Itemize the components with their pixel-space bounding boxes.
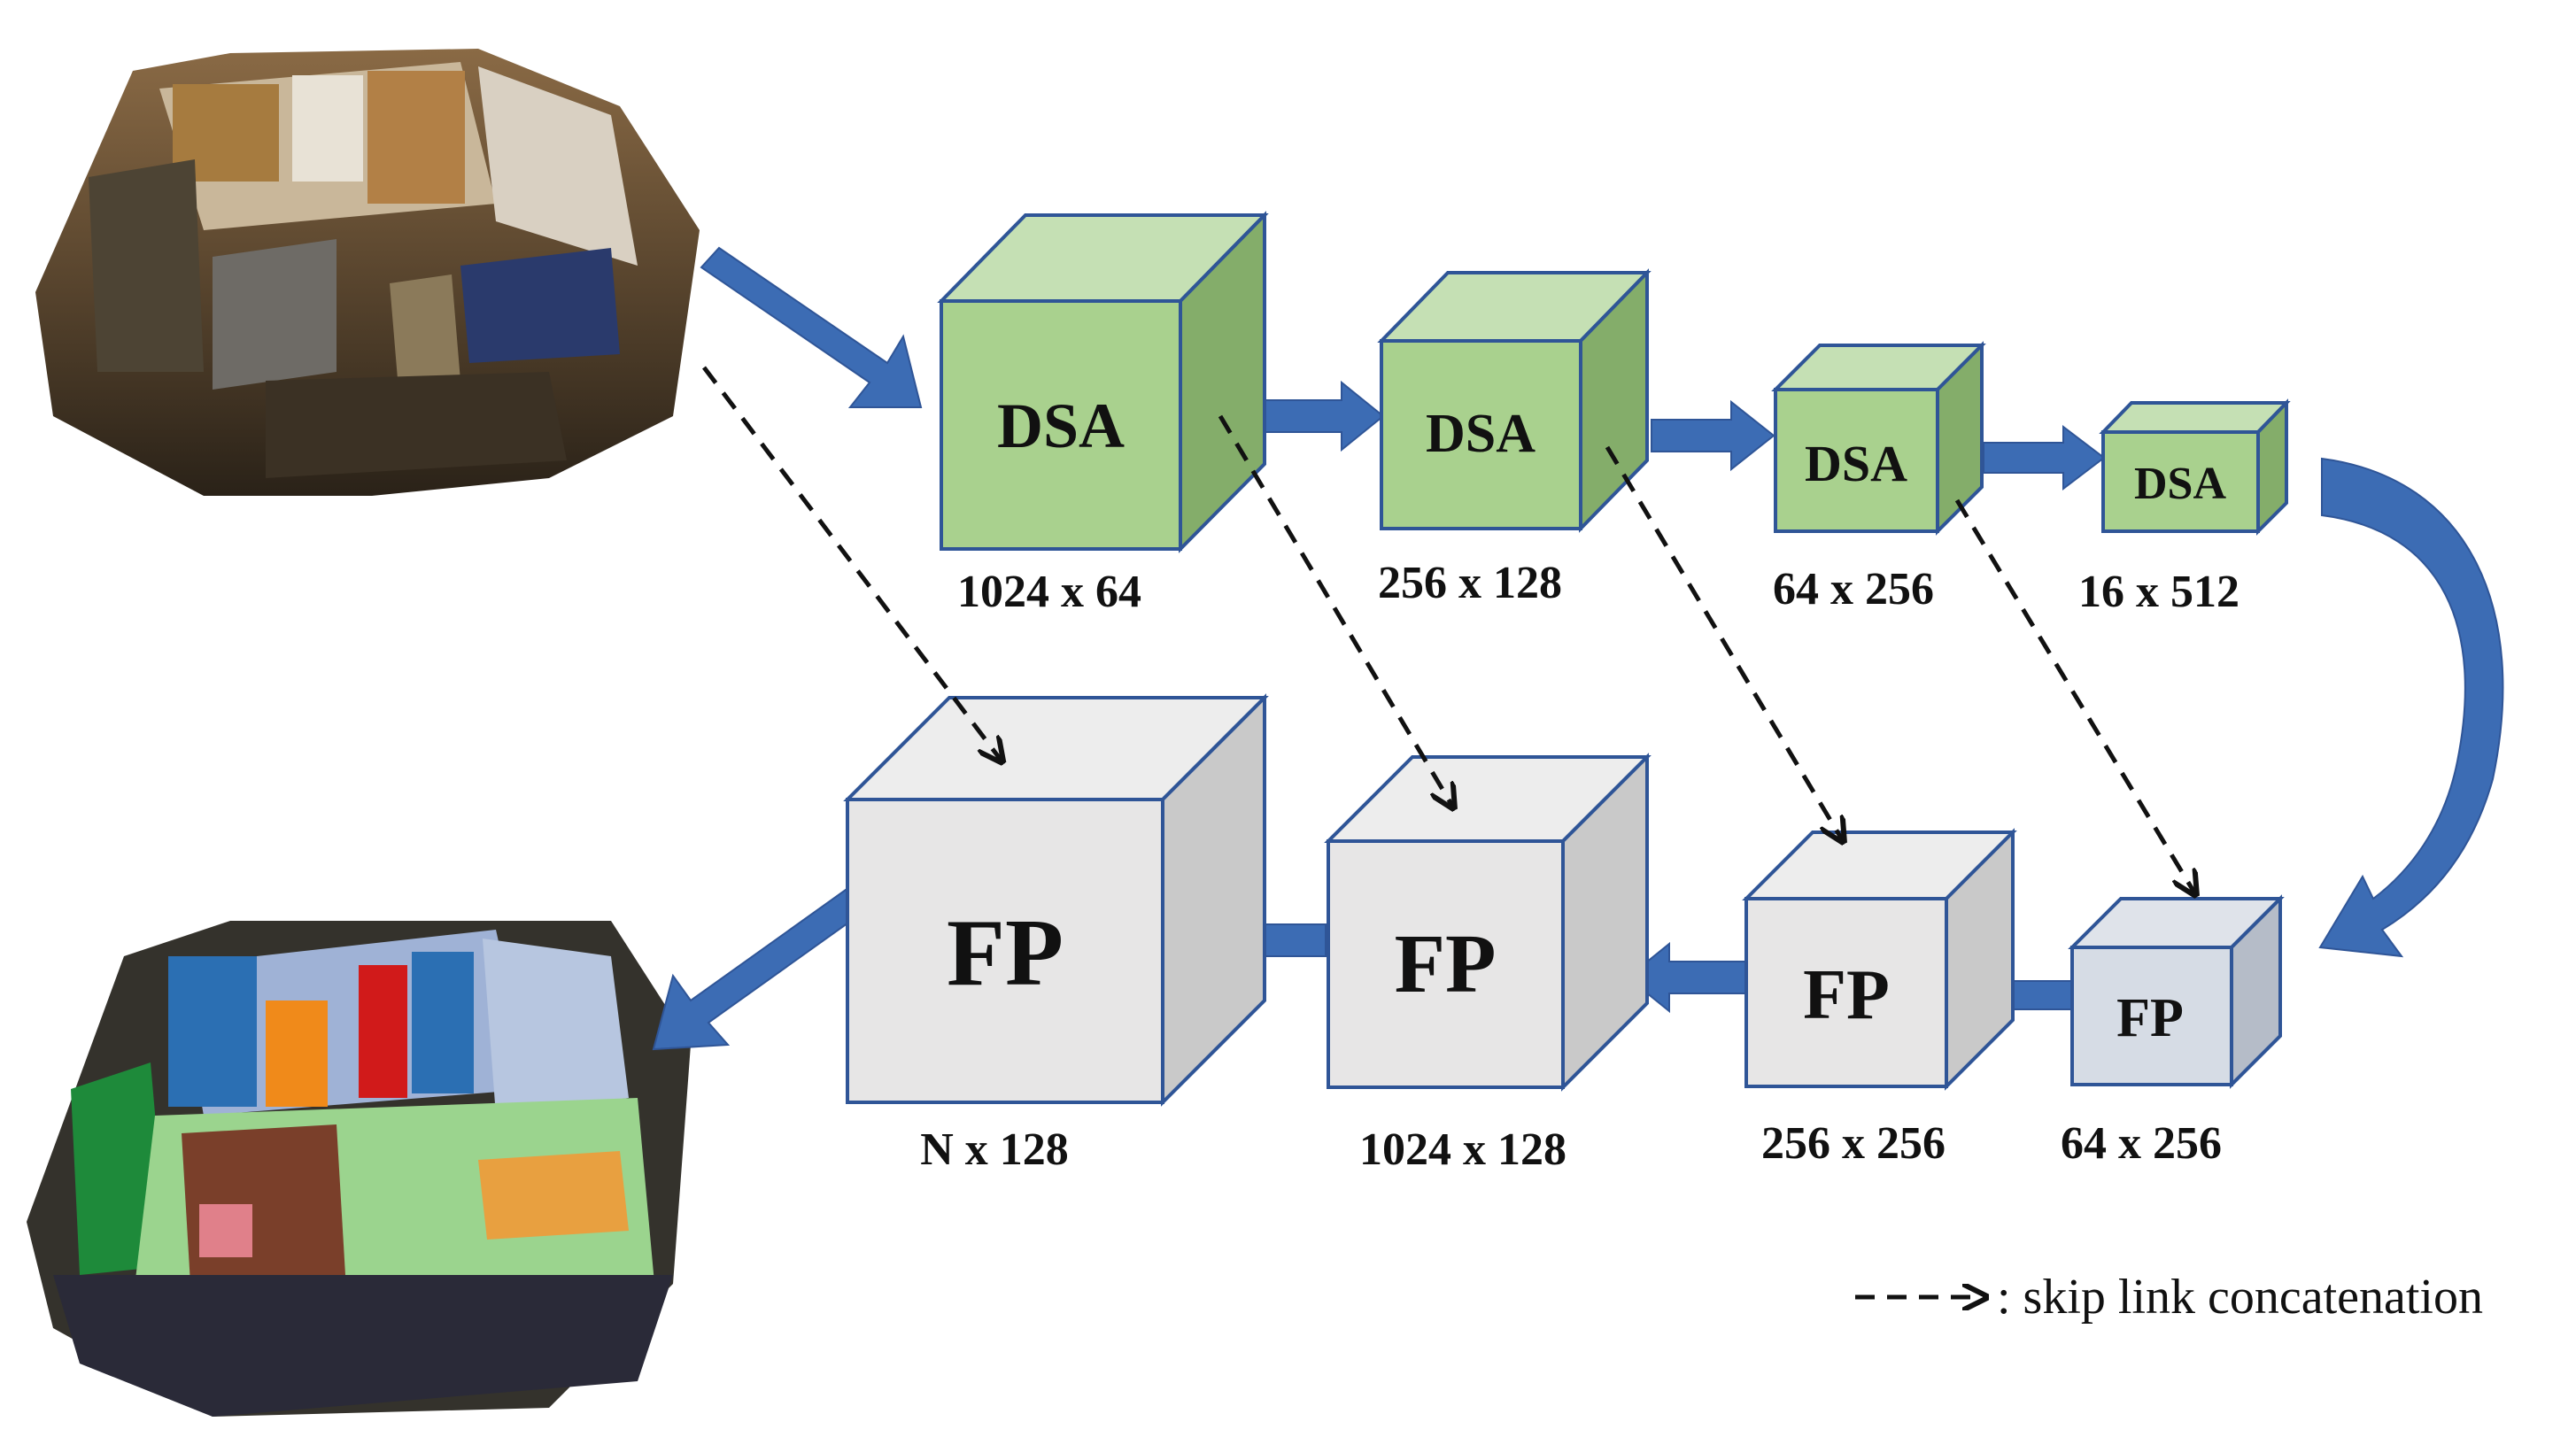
- encoder-block-1-label: DSA: [997, 390, 1125, 461]
- encoder-block-2-dims: 256 x 128: [1378, 558, 1562, 608]
- skip-link-1: [702, 366, 1001, 760]
- encoder-block-4-dims: 16 x 512: [2078, 567, 2239, 617]
- segmented-output-image: [27, 921, 691, 1417]
- encoder-arrow-3: [1983, 424, 2106, 491]
- decoder-block-2-dims: 1024 x 128: [1359, 1124, 1566, 1175]
- input-to-encoder-arrow: [700, 246, 923, 408]
- encoder-arrow-1: [1264, 380, 1385, 452]
- encoder-block-4: DSA: [2099, 398, 2291, 536]
- decoder-block-1: FP: [843, 693, 1269, 1107]
- encoder-block-1-dims: 1024 x 64: [957, 567, 1141, 617]
- encoder-block-2: DSA: [1377, 268, 1652, 533]
- decoder-block-2-label: FP: [1395, 918, 1497, 1010]
- bottleneck-curved-arrow: [2318, 457, 2504, 958]
- skip-link-2: [1218, 414, 1452, 806]
- decoder-to-output-arrow: [652, 888, 865, 1051]
- encoder-arrow-2: [1651, 399, 1775, 472]
- input-point-cloud-image: [35, 49, 700, 496]
- decoder-block-2: FP: [1324, 753, 1652, 1092]
- decoder-block-3-dims: 256 x 256: [1761, 1118, 1946, 1169]
- legend-text: : skip link concatenation: [1997, 1270, 2483, 1325]
- decoder-block-4-label: FP: [2116, 988, 2184, 1048]
- decoder-block-4-dims: 64 x 256: [2061, 1118, 2222, 1169]
- encoder-block-3-dims: 64 x 256: [1773, 564, 1934, 614]
- encoder-block-4-label: DSA: [2134, 459, 2226, 509]
- decoder-block-3: FP: [1742, 828, 2017, 1091]
- encoder-block-3: DSA: [1771, 341, 1986, 536]
- encoder-block-1: DSA: [937, 211, 1269, 553]
- skip-link-3: [1605, 445, 1842, 839]
- decoder-block-1-dims: N x 128: [920, 1124, 1069, 1175]
- legend: : skip link concatenation: [1855, 1270, 2483, 1325]
- decoder-block-1-label: FP: [947, 900, 1064, 1006]
- encoder-block-3-label: DSA: [1805, 435, 1907, 492]
- encoder-block-2-label: DSA: [1426, 404, 1536, 464]
- skip-link-4: [1954, 498, 2194, 892]
- decoder-block-4: FP: [2068, 894, 2285, 1089]
- decoder-block-3-label: FP: [1803, 956, 1890, 1034]
